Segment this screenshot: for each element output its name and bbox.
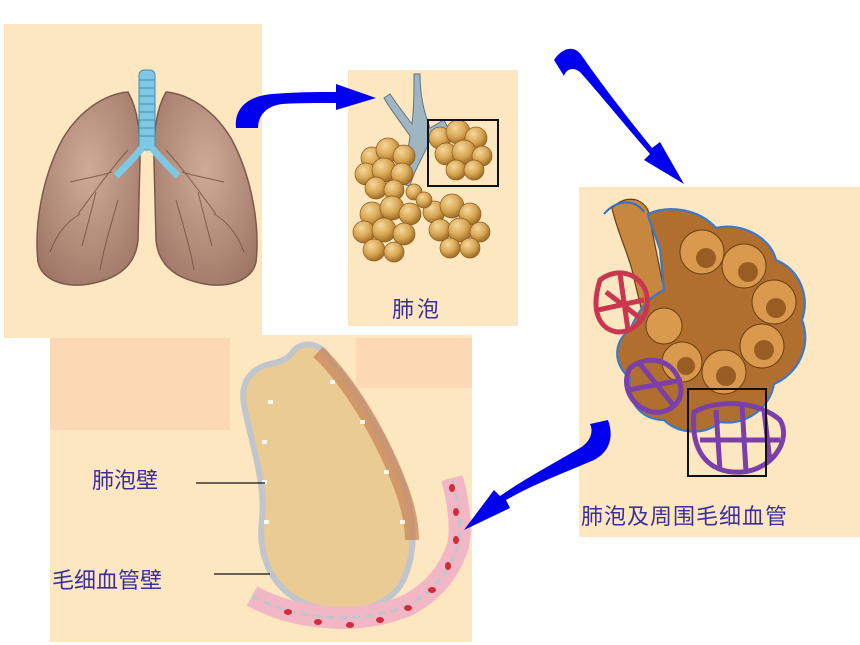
curved-arrow-icon — [554, 48, 684, 184]
lungs-illustration — [36, 69, 258, 286]
highlight-box — [427, 119, 499, 187]
alveolar-wall-label: 肺泡壁 — [92, 469, 159, 494]
capillary-wall-label: 毛细血管壁 — [52, 569, 163, 594]
decorative-patch — [356, 338, 472, 388]
alveolus-capillaries-label: 肺泡及周围毛细血管 — [581, 505, 789, 530]
alveoli-cluster-illustration — [352, 73, 499, 263]
trachea-illustration — [113, 69, 181, 179]
alveolar-capillary-wall-cross-section — [240, 341, 471, 629]
highlight-box — [687, 388, 767, 477]
alveolus-capillary-network-illustration — [593, 198, 807, 477]
curved-arrow-icon — [464, 420, 611, 530]
alveolus-label: 肺泡 — [392, 298, 443, 323]
curved-arrow-icon — [235, 84, 376, 128]
decorative-patch — [50, 338, 230, 430]
